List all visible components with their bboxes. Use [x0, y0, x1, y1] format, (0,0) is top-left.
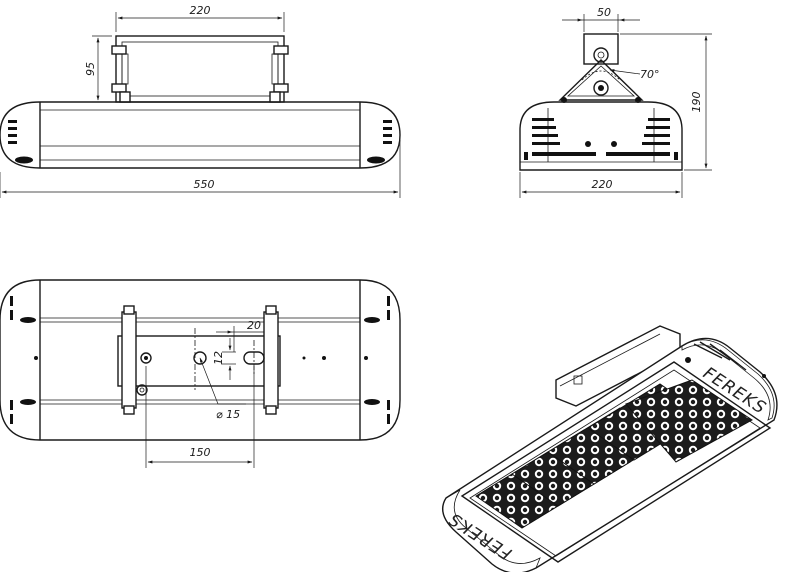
side-left-vents	[532, 118, 596, 156]
dim-side-width: 220	[519, 172, 683, 198]
dim-plan-slot-label: 20	[247, 319, 261, 332]
dim-top-height-label: 95	[84, 62, 97, 76]
isometric-view: FEREKS FEREKS	[442, 325, 778, 572]
dim-top-height: 95	[84, 35, 112, 103]
dim-top-width: 220	[115, 4, 285, 32]
iso-led-modules	[475, 379, 753, 529]
plan-bracket	[34, 305, 368, 415]
dim-side-bracket: 50	[562, 6, 640, 32]
front-bracket	[111, 35, 289, 103]
side-view: 50 70° 190 220	[519, 6, 712, 198]
dim-side-height: 190	[620, 33, 712, 171]
side-right-vents	[606, 118, 670, 156]
plan-left-cap	[10, 296, 36, 424]
dim-plan-spacing-label: 150	[190, 446, 211, 459]
dim-plan-offset-label: 12	[212, 351, 225, 365]
dim-plan-offset: 12	[212, 338, 236, 380]
dim-overall-length-label: 550	[194, 178, 215, 191]
plan-view: 20 12 ⌀ 15 150	[0, 279, 401, 468]
dim-side-width-label: 220	[592, 178, 613, 191]
front-left-vents	[8, 120, 33, 164]
front-body	[0, 101, 401, 169]
dim-plan-hole: ⌀ 15	[199, 357, 246, 421]
dim-side-angle-label: 70°	[640, 68, 660, 81]
front-right-vents	[367, 120, 392, 164]
dim-plan-hole-label: ⌀ 15	[216, 408, 240, 421]
dim-side-height-label: 190	[690, 92, 703, 113]
dim-overall-length: 550	[0, 140, 401, 198]
dim-plan-spacing: 150	[145, 366, 255, 468]
dim-side-bracket-label: 50	[597, 6, 611, 19]
dim-side-angle: 70°	[609, 68, 660, 81]
plan-right-cap	[364, 296, 390, 424]
dim-top-width-label: 220	[190, 4, 211, 17]
front-view: 220 95 550	[0, 4, 401, 198]
dim-plan-slot: 20	[216, 319, 265, 352]
